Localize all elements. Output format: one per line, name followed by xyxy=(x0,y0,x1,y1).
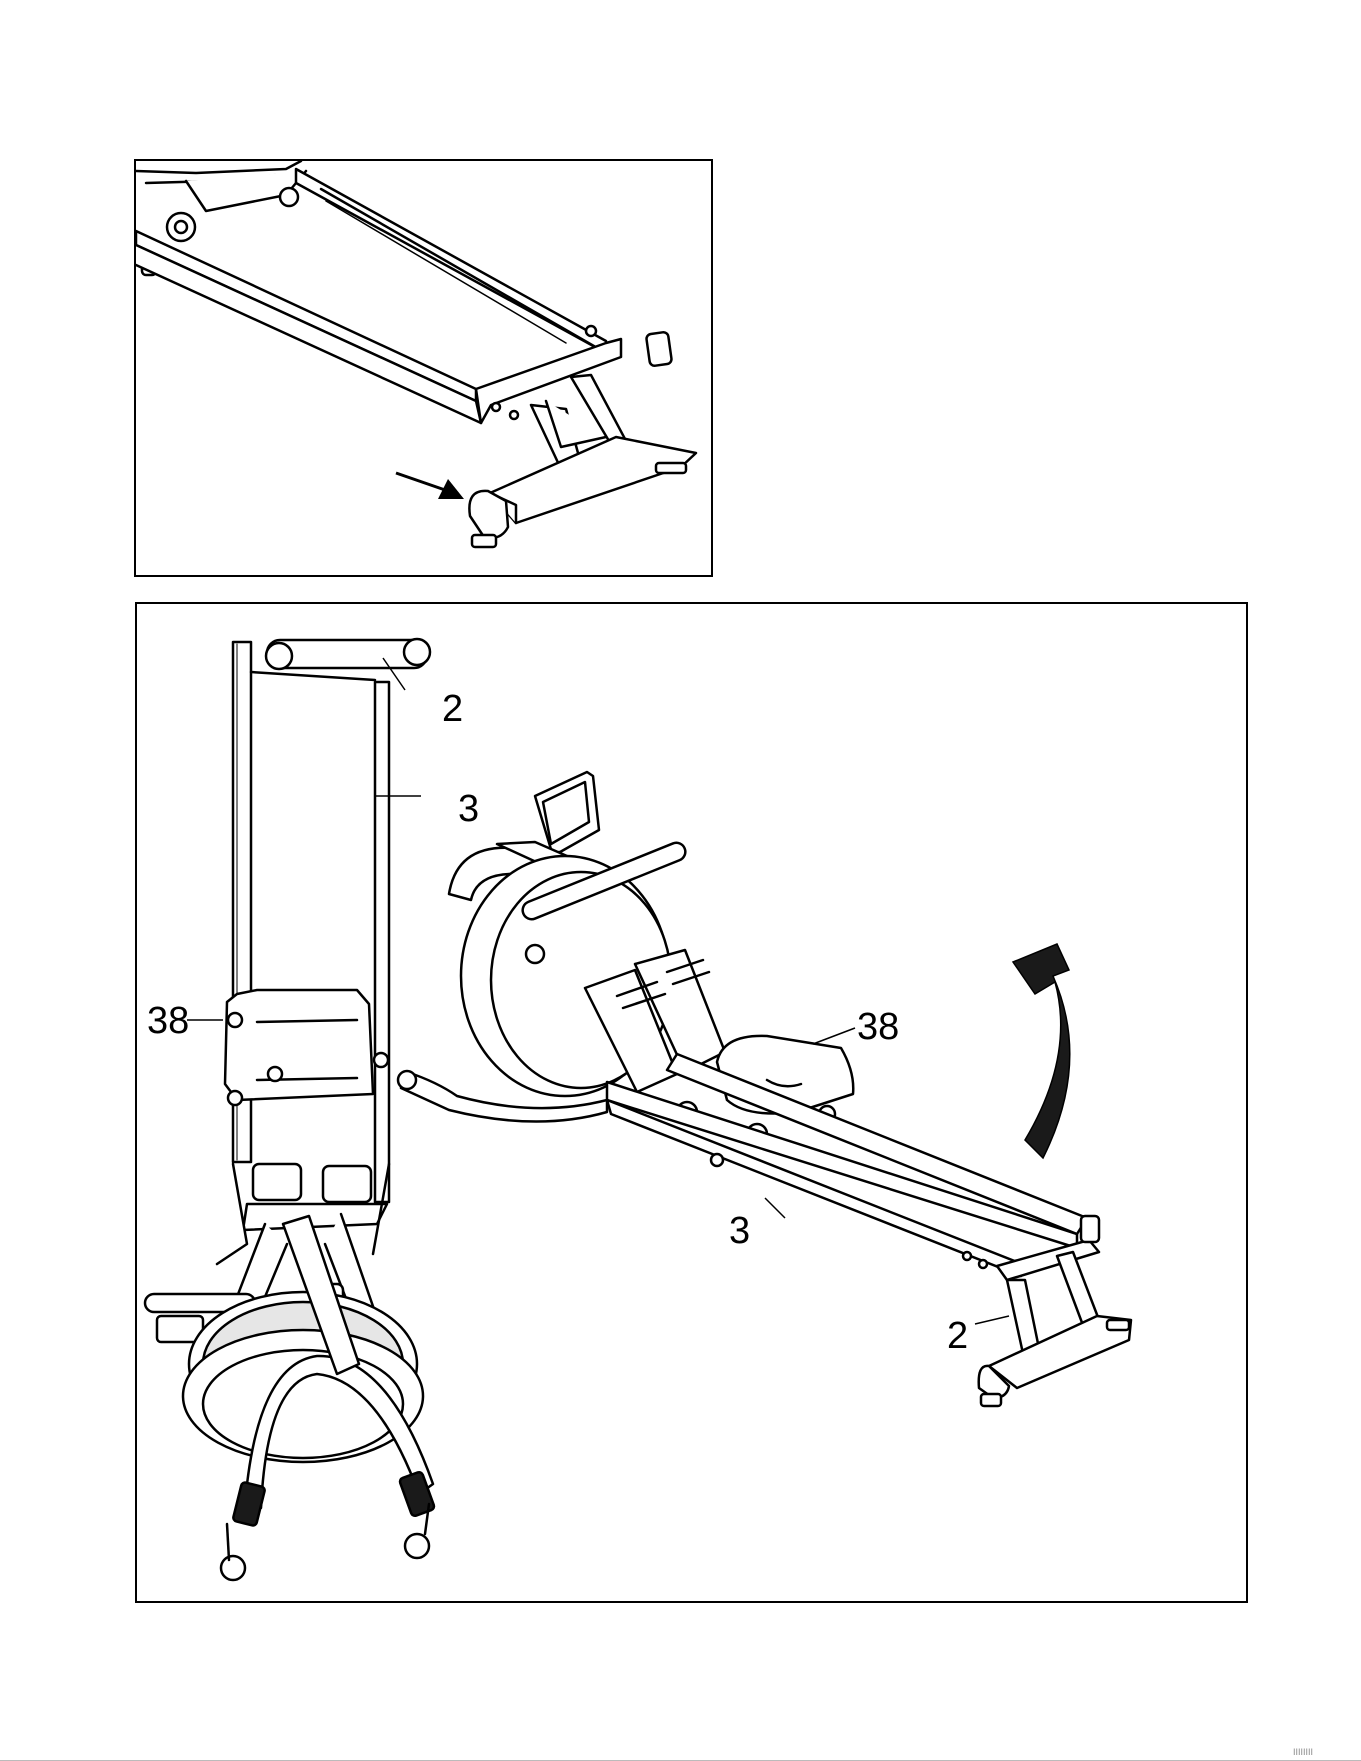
arrow-right-icon xyxy=(396,473,464,499)
callout-rail-upright: 3 xyxy=(458,790,479,828)
upright-seat xyxy=(225,990,373,1100)
rubber-foot xyxy=(656,463,686,473)
main-illustration-panel: 2 3 38 38 3 2 xyxy=(135,602,1248,1603)
curved-arrow-up-icon xyxy=(1013,944,1070,1158)
flat-end-cap xyxy=(1081,1216,1099,1242)
upright-footrest xyxy=(323,1166,371,1202)
upright-footrest xyxy=(253,1164,301,1200)
end-cap xyxy=(646,332,672,367)
detail-panel xyxy=(134,159,713,577)
callout-crossbar-flat: 2 xyxy=(947,1317,968,1355)
seat-carriage xyxy=(136,161,301,173)
callout-crossbar-upright: 2 xyxy=(442,690,463,728)
flat-rower xyxy=(398,772,1131,1406)
rail-end-detail-drawing xyxy=(136,161,711,575)
left-rail xyxy=(136,231,476,401)
foot-end-cap xyxy=(469,491,508,538)
rower-fold-drawing xyxy=(137,604,1246,1601)
callout-seat-upright: 38 xyxy=(147,1002,189,1040)
flat-rail xyxy=(607,1082,1077,1248)
footer-mark: IIIIIIII xyxy=(1293,1747,1313,1757)
upright-rail-right xyxy=(375,682,389,1202)
seat-wheel xyxy=(280,188,298,206)
upright-rower xyxy=(145,639,435,1580)
callout-seat-flat: 38 xyxy=(857,1008,899,1046)
callout-rail-flat: 3 xyxy=(729,1212,750,1250)
base-bar xyxy=(490,437,696,523)
